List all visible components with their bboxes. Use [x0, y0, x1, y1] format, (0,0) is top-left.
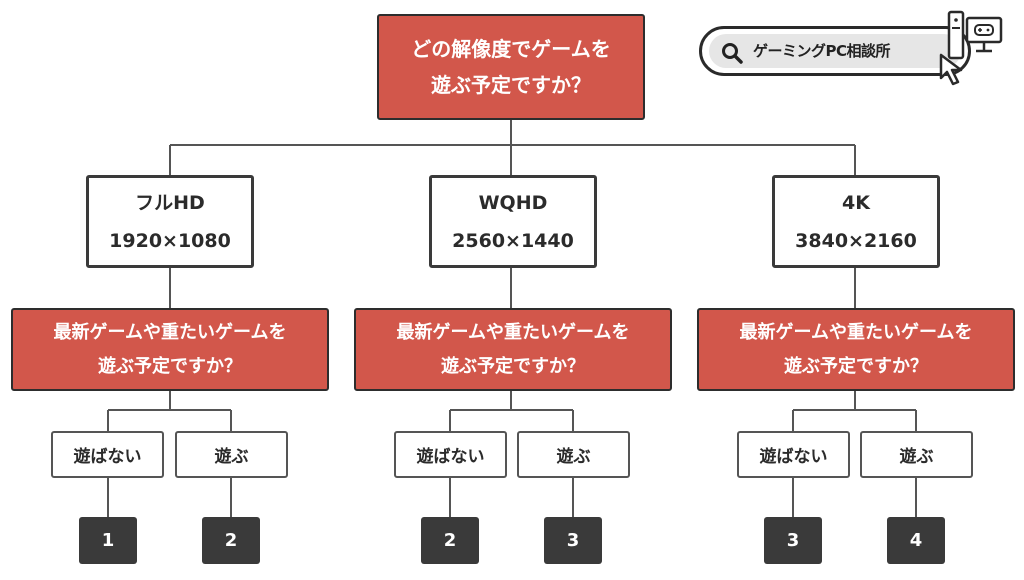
question-line2: 遊ぶ予定ですか？ — [784, 355, 928, 377]
question-line2: 遊ぶ予定ですか？ — [441, 355, 585, 377]
question-line1: 最新ゲームや重たいゲームを — [739, 321, 973, 343]
answer-no-fullhd: 遊ばない — [51, 431, 164, 478]
root-question-line1: どの解像度でゲームを — [411, 37, 611, 61]
heavy-game-question-fullhd: 最新ゲームや重たいゲームを 遊ぶ予定ですか？ — [11, 308, 329, 391]
heavy-game-question-4k: 最新ゲームや重たいゲームを 遊ぶ予定ですか？ — [697, 308, 1015, 391]
logo-text: ゲーミングPC相談所 — [753, 42, 891, 60]
resolution-size: 1920×1080 — [109, 229, 231, 252]
resolution-box-wqhd: WQHD 2560×1440 — [429, 175, 597, 268]
answer-yes-4k: 遊ぶ — [860, 431, 973, 478]
answer-yes-fullhd: 遊ぶ — [175, 431, 288, 478]
result-box: 2 — [202, 517, 260, 564]
resolution-name: 4K — [842, 191, 870, 214]
resolution-size: 2560×1440 — [452, 229, 574, 252]
answer-yes-wqhd: 遊ぶ — [517, 431, 630, 478]
question-line2: 遊ぶ予定ですか？ — [98, 355, 242, 377]
result-box: 1 — [79, 517, 137, 564]
resolution-name: WQHD — [478, 191, 548, 214]
question-line1: 最新ゲームや重たいゲームを — [396, 321, 630, 343]
answer-no-wqhd: 遊ばない — [394, 431, 507, 478]
root-question-line2: 遊ぶ予定ですか？ — [431, 73, 591, 97]
question-line1: 最新ゲームや重たいゲームを — [53, 321, 287, 343]
resolution-name: フルHD — [135, 191, 205, 214]
resolution-box-fullhd: フルHD 1920×1080 — [86, 175, 254, 268]
answer-no-4k: 遊ばない — [737, 431, 850, 478]
root-question: どの解像度でゲームを 遊ぶ予定ですか？ — [377, 14, 645, 120]
result-box: 4 — [887, 517, 945, 564]
cursor-arrow-icon — [939, 53, 963, 86]
pc-monitor-icon — [947, 10, 1003, 60]
brand-logo: ゲーミングPC相談所 — [697, 8, 1007, 90]
result-box: 3 — [764, 517, 822, 564]
logo-search-pill: ゲーミングPC相談所 — [699, 26, 971, 76]
result-box: 2 — [421, 517, 479, 564]
magnifier-icon — [722, 43, 743, 64]
resolution-size: 3840×2160 — [795, 229, 917, 252]
heavy-game-question-wqhd: 最新ゲームや重たいゲームを 遊ぶ予定ですか？ — [354, 308, 672, 391]
result-box: 3 — [544, 517, 602, 564]
resolution-box-4k: 4K 3840×2160 — [772, 175, 940, 268]
